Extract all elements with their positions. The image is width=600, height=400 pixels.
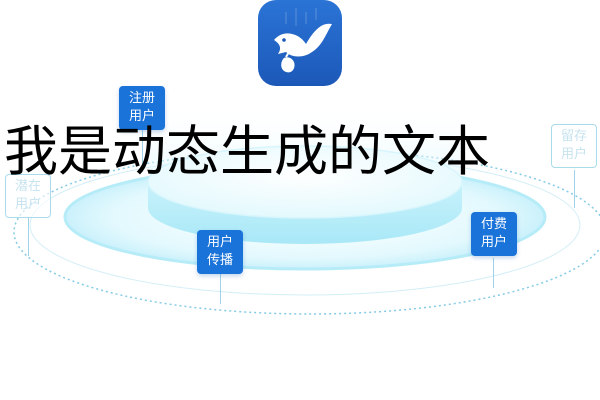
paying-tag-connector (493, 258, 494, 288)
dynamic-caption-text: 我是动态生成的文本 (4, 120, 490, 183)
paying-tag-line1: 付费 (480, 217, 507, 232)
retained-tag-line2: 用户 (560, 147, 587, 162)
platform-top (148, 146, 462, 218)
spread-tag-connector (220, 274, 221, 304)
retained-tag-connector (574, 170, 575, 208)
register-tag-connector (142, 130, 143, 172)
register-user-tag: 注册 用户 (119, 86, 165, 130)
spread-tag-line1: 用户 (206, 235, 233, 250)
potential-tag-connector (28, 218, 29, 256)
potential-tag-line2: 用户 (14, 197, 41, 212)
retained-tag-line1: 留存 (560, 129, 587, 144)
dove-icon (274, 23, 332, 73)
outer-dotted-ring (13, 149, 600, 315)
user-spread-tag: 用户 传播 (197, 230, 243, 274)
register-tag-line1: 注册 (128, 91, 155, 106)
paying-tag-line2: 用户 (480, 235, 507, 250)
register-tag-line2: 用户 (128, 109, 155, 124)
app-icon[interactable] (256, 0, 344, 88)
paying-user-tag: 付费 用户 (471, 212, 517, 256)
spread-tag-line2: 传播 (206, 253, 233, 268)
potential-tag-line1: 潜在 (14, 179, 41, 194)
retained-user-tag: 留存 用户 (551, 124, 597, 168)
potential-user-tag: 潜在 用户 (5, 174, 51, 218)
